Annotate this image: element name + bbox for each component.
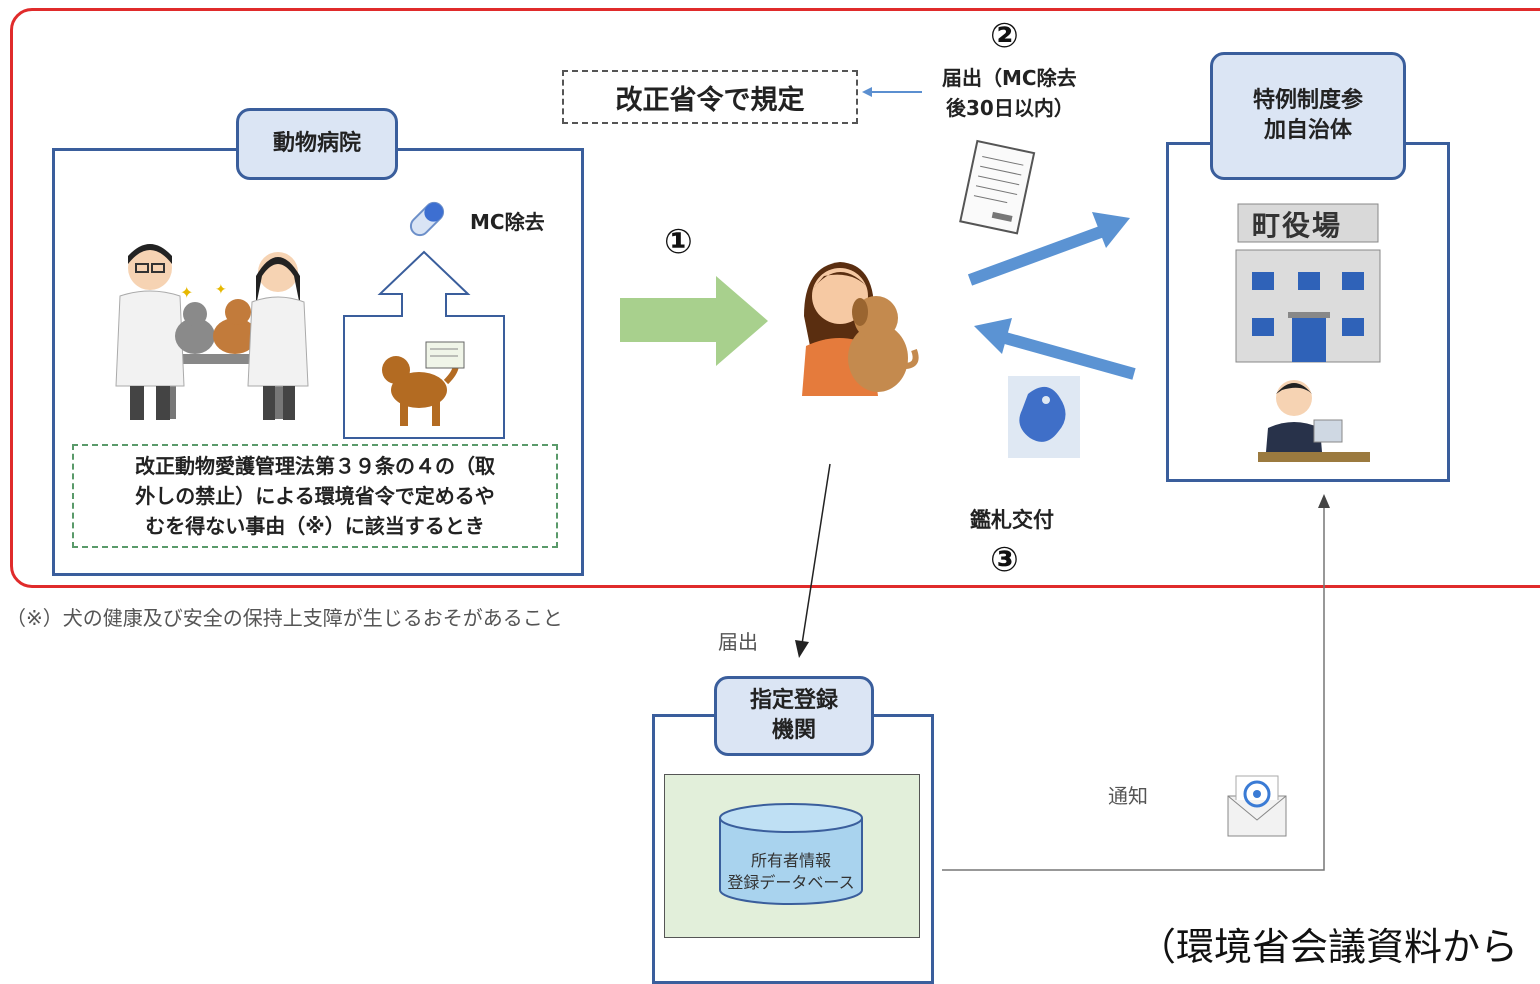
microchip-capsule-icon bbox=[409, 201, 445, 237]
notification-line-2: 後30日以内） bbox=[946, 96, 1074, 120]
notification-to-ordinance-arrow bbox=[862, 87, 922, 97]
condition-line-3: むを得ない事由（※）に該当するとき bbox=[145, 514, 485, 538]
database-label-line-2: 登録データベース bbox=[727, 873, 855, 892]
notification-line-1: 届出（MC除去 bbox=[942, 66, 1077, 90]
report-arrow-owner-to-registry bbox=[795, 463, 831, 658]
source-caption: （環境省会議資料から bbox=[1138, 925, 1519, 969]
registry-title: 指定登録 機関 bbox=[714, 676, 874, 756]
database-label-line-1: 所有者情報 bbox=[750, 851, 831, 870]
condition-box: 改正動物愛護管理法第３９条の４の（取 外しの禁止）による環境省令で定めるや むを… bbox=[72, 444, 558, 548]
condition-line-1: 改正動物愛護管理法第３９条の４の（取 bbox=[135, 454, 495, 478]
green-arrow-hospital-to-owner bbox=[620, 276, 768, 366]
step-2-number: ② bbox=[990, 16, 1019, 56]
special-system-frame bbox=[10, 8, 1540, 588]
clerk-at-desk-illustration bbox=[1258, 380, 1370, 462]
removal-up-arrow bbox=[343, 250, 505, 439]
step-3-number: ③ bbox=[990, 540, 1019, 580]
step-1-number: ① bbox=[664, 222, 693, 262]
condition-line-2: 外しの禁止）による環境省令で定めるや bbox=[135, 484, 495, 508]
mc-removal-label: MC除去 bbox=[470, 210, 545, 234]
town-hall-sign: 町役場 bbox=[1252, 209, 1343, 242]
notify-label: 通知 bbox=[1108, 784, 1148, 808]
footnote: （※）犬の健康及び安全の保持上支障が生じるおそがあること bbox=[6, 606, 563, 630]
town-hall-building-icon bbox=[1235, 203, 1381, 363]
veterinarians-illustration: ✦ ✦ bbox=[115, 244, 309, 420]
svg-text:✦: ✦ bbox=[180, 283, 193, 302]
blue-arrow-owner-to-municipality bbox=[967, 212, 1130, 286]
blue-arrow-municipality-to-owner bbox=[974, 318, 1136, 380]
database-cylinder-icon bbox=[719, 803, 863, 905]
notify-connector-registry-to-municipality bbox=[942, 494, 1330, 871]
owner-hugging-dog-illustration bbox=[802, 262, 919, 396]
ordinance-box: 改正省令で規定 bbox=[562, 70, 858, 124]
dog-tag-icon bbox=[1008, 376, 1080, 458]
hospital-title: 動物病院 bbox=[236, 108, 398, 180]
report-label: 届出 bbox=[718, 630, 758, 654]
svg-text:✦: ✦ bbox=[215, 282, 227, 298]
municipality-title: 特例制度参 加自治体 bbox=[1210, 52, 1406, 180]
database-label: 所有者情報 登録データベース bbox=[718, 850, 864, 894]
document-icon bbox=[959, 139, 1036, 235]
email-envelope-icon bbox=[1227, 775, 1287, 837]
tag-issue-label: 鑑札交付 bbox=[970, 508, 1054, 532]
